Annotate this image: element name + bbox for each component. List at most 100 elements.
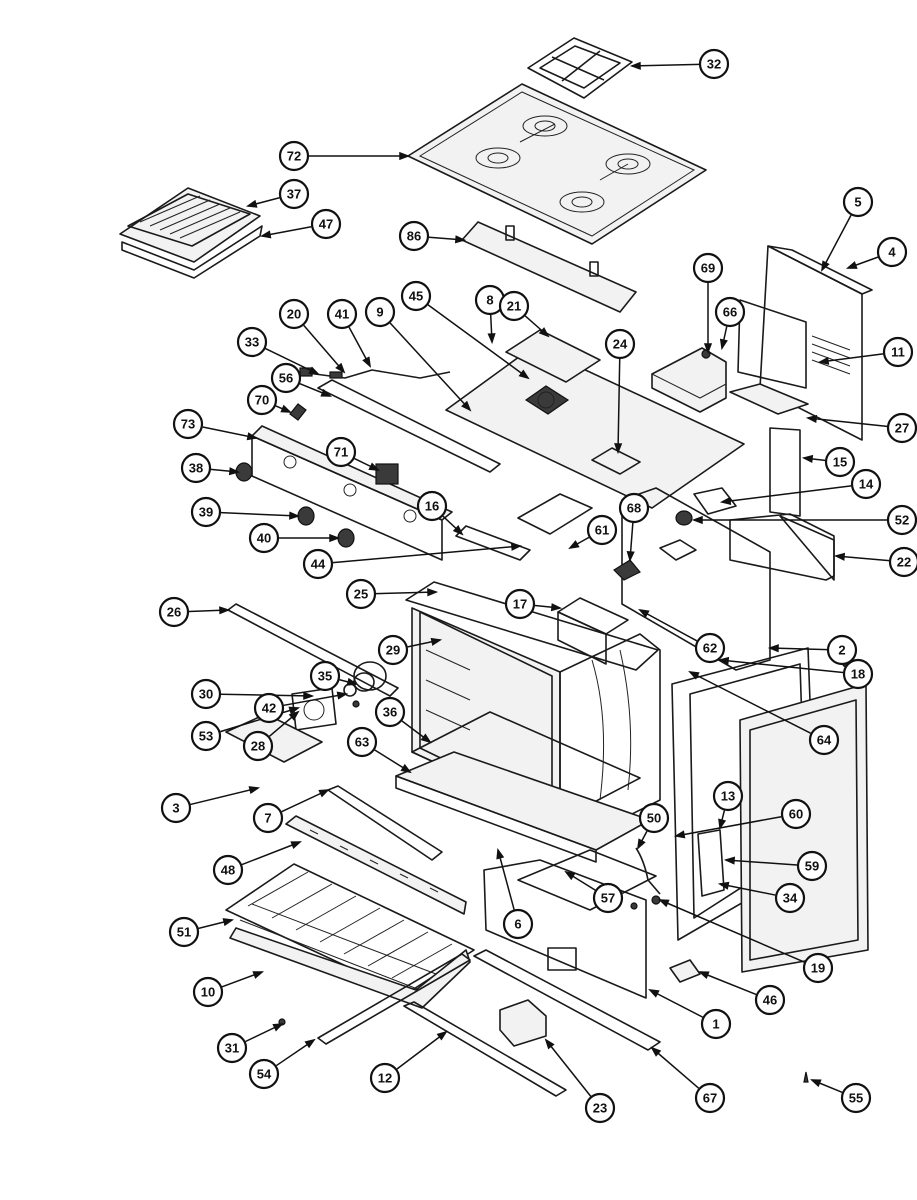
callout-40: 40 (248, 522, 280, 554)
callout-label: 63 (355, 735, 369, 750)
callout-label: 70 (255, 393, 269, 408)
leader-arrowhead-29 (430, 637, 443, 646)
leader-arrowhead-45 (518, 369, 530, 380)
callout-circle (692, 252, 724, 284)
leader-arrowhead-42 (336, 691, 349, 700)
callout-label: 52 (895, 513, 909, 528)
leader-arrowhead-21 (538, 327, 550, 338)
callout-label: 41 (335, 307, 349, 322)
leader-line-12 (396, 1031, 447, 1070)
callout-label: 39 (199, 505, 213, 520)
callout-label: 66 (723, 305, 737, 320)
callout-7: 7 (252, 802, 284, 834)
callout-circle (346, 726, 378, 758)
callout-label: 48 (221, 863, 235, 878)
part-screw (803, 1071, 809, 1083)
callout-circle (700, 1008, 732, 1040)
leader-arrowhead-35 (346, 677, 359, 686)
callout-label: 69 (701, 261, 715, 276)
callout-36: 36 (374, 696, 406, 728)
leader-arrowhead-24 (614, 443, 623, 455)
callout-32: 32 (698, 48, 730, 80)
callout-label: 44 (311, 557, 326, 572)
callout-label: 62 (703, 641, 717, 656)
callout-9: 9 (364, 296, 396, 328)
leader-line-2 (769, 647, 828, 651)
part-rear-vent-assembly (729, 245, 873, 441)
callout-label: 46 (763, 993, 777, 1008)
leader-arrowhead-48 (290, 841, 302, 849)
part-lower-panel (285, 785, 467, 915)
leader-line-45 (427, 304, 529, 379)
part-burner-box (445, 329, 745, 509)
callout-circle (824, 446, 856, 478)
callout-circle (498, 290, 530, 322)
callout-label: 67 (703, 1091, 717, 1106)
callout-label: 34 (783, 891, 798, 906)
callout-16: 16 (416, 490, 448, 522)
callout-57: 57 (592, 882, 624, 914)
leader-arrowhead-57 (564, 870, 576, 881)
callout-68: 68 (618, 492, 650, 524)
leader-arrowhead-60 (673, 830, 686, 839)
callout-circle (638, 802, 670, 834)
callout-26: 26 (158, 596, 190, 628)
leader-arrowhead-73 (246, 432, 259, 441)
leader-arrowhead-19 (658, 899, 670, 908)
part-gas-tube (299, 367, 451, 379)
callout-12: 12 (369, 1062, 401, 1094)
callout-circle (216, 1032, 248, 1064)
leader-line-34 (719, 883, 776, 896)
leader-arrowhead-33 (308, 366, 320, 375)
leader-line-39 (220, 511, 299, 517)
callout-39: 39 (190, 496, 222, 528)
leader-arrowhead-41 (362, 356, 372, 368)
callout-circle (888, 546, 917, 578)
callout-64: 64 (808, 724, 840, 756)
callout-41: 41 (326, 298, 358, 330)
callout-label: 26 (167, 605, 181, 620)
leader-line-11 (819, 353, 884, 363)
leader-arrowhead-4 (845, 261, 858, 269)
part-front-bracket (473, 949, 661, 1051)
callout-circle (374, 696, 406, 728)
callout-circle (253, 692, 285, 724)
callout-31: 31 (216, 1032, 248, 1064)
callout-circle (604, 328, 636, 360)
parts-layer (119, 37, 873, 1097)
callout-18: 18 (842, 658, 874, 690)
callout-27: 27 (886, 412, 917, 444)
callout-circle (502, 908, 534, 940)
callout-label: 64 (817, 733, 832, 748)
callout-label: 2 (838, 643, 845, 658)
callout-21: 21 (498, 290, 530, 322)
callout-53: 53 (190, 720, 222, 752)
leader-arrowhead-7 (318, 789, 330, 798)
callout-circle (160, 792, 192, 824)
leader-arrowhead-1 (648, 989, 660, 998)
callout-34: 34 (774, 882, 806, 914)
callout-label: 53 (199, 729, 213, 744)
callout-56: 56 (270, 362, 302, 394)
callout-62: 62 (694, 632, 726, 664)
callout-13: 13 (712, 780, 744, 812)
callout-circle (168, 916, 200, 948)
leader-arrowhead-66 (719, 338, 728, 351)
callout-circle (698, 48, 730, 80)
callout-circle (584, 1092, 616, 1124)
callout-29: 29 (377, 634, 409, 666)
callout-circle (310, 208, 342, 240)
leader-arrowhead-68 (626, 550, 635, 563)
callout-circle (886, 412, 917, 444)
callout-label: 72 (287, 149, 301, 164)
callout-circle (504, 588, 536, 620)
callout-circle (714, 296, 746, 328)
part-knobs (235, 462, 355, 548)
callout-label: 56 (279, 371, 293, 386)
leader-line-32 (631, 63, 700, 67)
leader-arrowhead-64 (688, 671, 700, 680)
callout-label: 33 (245, 335, 259, 350)
callout-44: 44 (302, 548, 334, 580)
callout-25: 25 (345, 578, 377, 610)
part-door-hinges (630, 829, 725, 910)
